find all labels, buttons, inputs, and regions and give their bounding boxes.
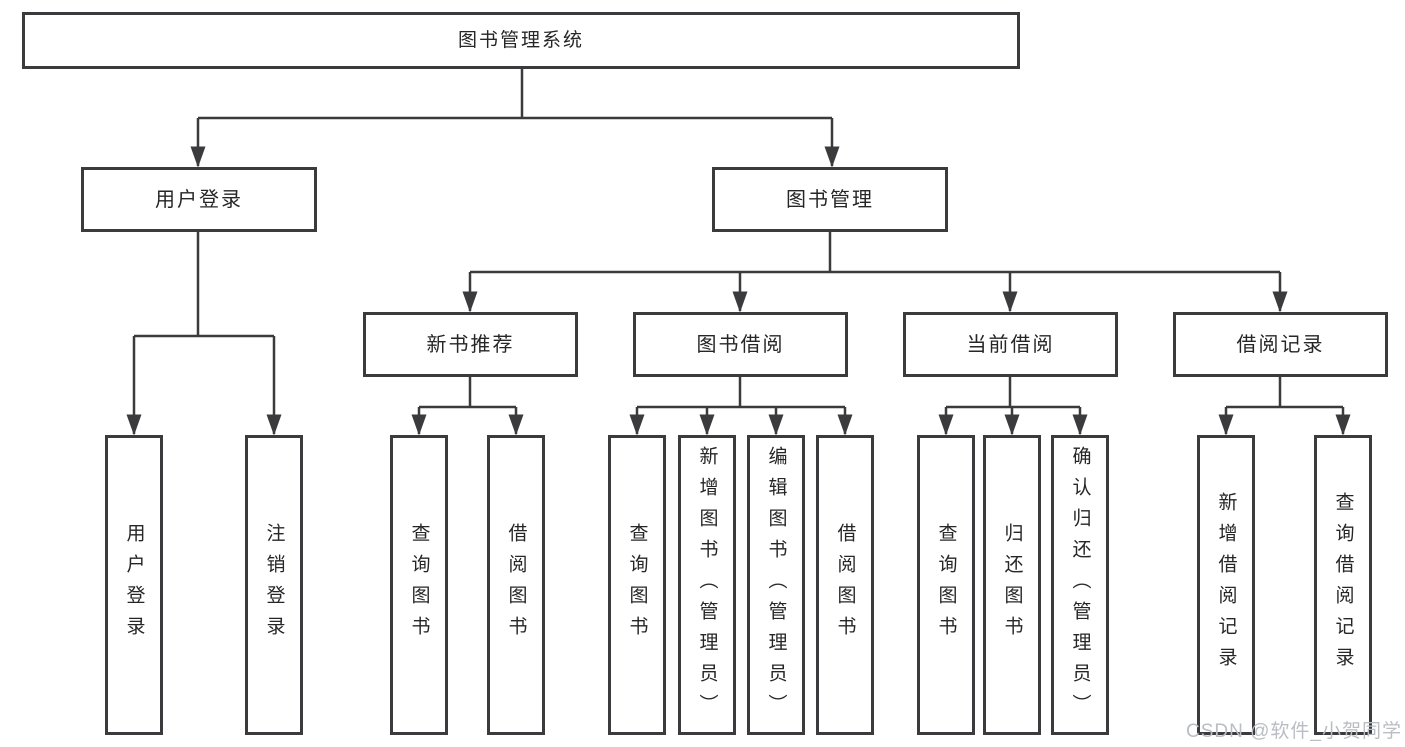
- node-current-borrowing: 当前借阅: [903, 312, 1118, 377]
- node-book-management: 图书管理: [712, 167, 948, 232]
- edges-user-login-children: [126, 232, 282, 436]
- leaf-borrow-book: 借阅图书: [816, 435, 874, 735]
- leaf-add-book-admin: 新增图书（管理员）: [678, 435, 736, 735]
- node-user-login: 用户登录: [81, 167, 317, 232]
- leaf-query-borrow-record: 查询借阅记录: [1314, 435, 1372, 735]
- edges-book-management-children: [462, 232, 1288, 313]
- leaf-logout: 注销登录: [245, 435, 303, 735]
- node-new-book-recommendation: 新书推荐: [363, 312, 578, 377]
- edges-current-borrow-children: [938, 377, 1088, 436]
- node-borrowing-records: 借阅记录: [1173, 312, 1388, 377]
- csdn-watermark: CSDN @软件_小贺同学: [1186, 721, 1402, 742]
- leaf-query-book-recommend: 查询图书: [390, 435, 448, 735]
- edges-root-to-level2: [190, 68, 840, 168]
- leaf-confirm-return-admin: 确认归还（管理员）: [1051, 435, 1109, 735]
- leaf-return-book: 归还图书: [983, 435, 1041, 735]
- leaf-query-book-current: 查询图书: [917, 435, 975, 735]
- leaf-query-book-borrow: 查询图书: [608, 435, 666, 735]
- node-library-system: 图书管理系统: [22, 12, 1020, 69]
- leaf-borrow-book-recommend: 借阅图书: [487, 435, 545, 735]
- edges-borrow-records-children: [1218, 377, 1351, 436]
- leaf-user-login: 用户登录: [105, 435, 163, 735]
- leaf-edit-book-admin: 编辑图书（管理员）: [747, 435, 805, 735]
- edges-book-borrow-children: [629, 377, 853, 436]
- edges-new-book-children: [411, 377, 524, 436]
- node-book-borrowing: 图书借阅: [633, 312, 848, 377]
- leaf-add-borrow-record: 新增借阅记录: [1197, 435, 1255, 735]
